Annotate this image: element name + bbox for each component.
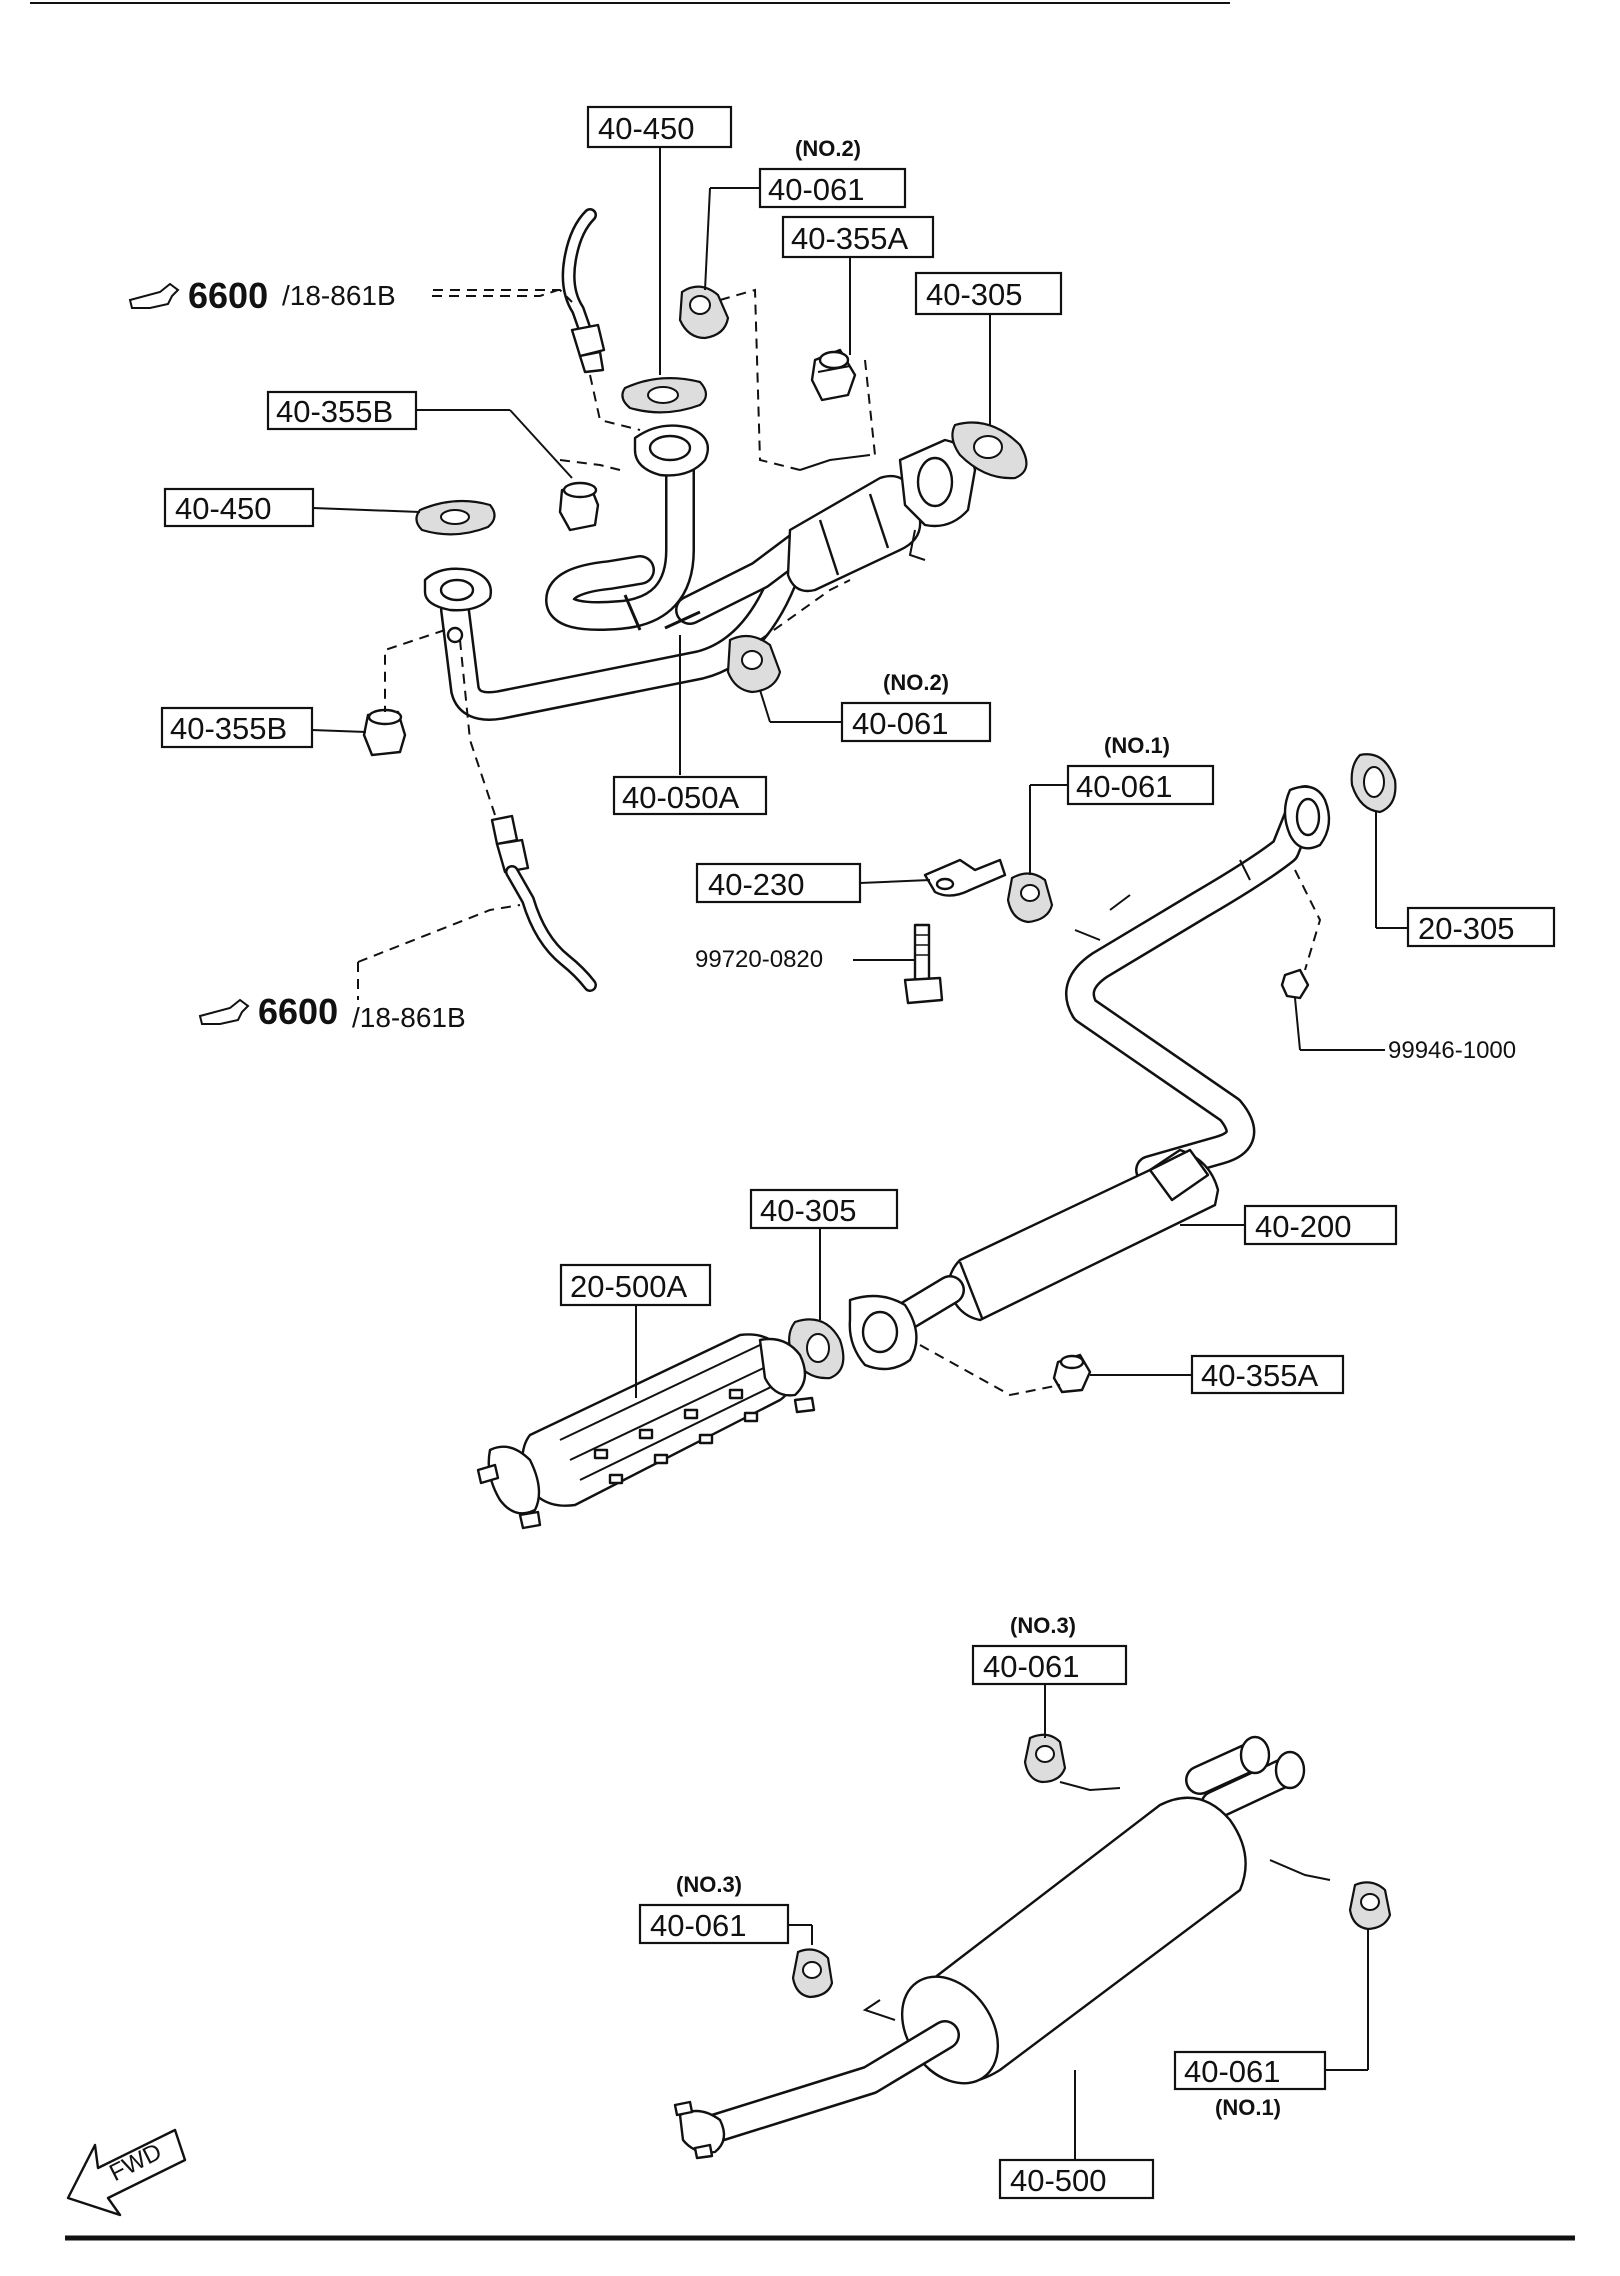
label-99946-1000: 99946-1000 xyxy=(1388,1037,1516,1064)
nut-40-355B-top xyxy=(558,481,600,532)
middle-pipe-40-200 xyxy=(848,785,1331,1371)
nut-40-355A-top xyxy=(810,348,857,402)
label-40-061-no1-bottom: 40-061 xyxy=(1184,2054,1281,2089)
gasket-40-450-left xyxy=(415,499,496,536)
pointing-hand-icon xyxy=(128,282,180,309)
dashed-lines xyxy=(357,288,1322,1397)
label-40-305-mid: 40-305 xyxy=(760,1193,857,1228)
label-40-500: 40-500 xyxy=(1010,2163,1107,2198)
hanger-40-061-no3-top xyxy=(1023,1733,1067,1784)
fwd-arrow-icon: FWD xyxy=(66,2128,187,2217)
gasket-40-305-top xyxy=(951,421,1028,480)
gasket-40-450-top xyxy=(621,377,708,414)
label-40-061-no2-top: 40-061 xyxy=(768,172,865,207)
hanger-40-061-mid xyxy=(726,634,782,694)
label-40-355B-left: 40-355B xyxy=(170,711,287,746)
reference-top: 6600 /18-861B xyxy=(128,275,559,316)
note-no1-mid: (NO.1) xyxy=(1104,733,1170,758)
label-40-450-top: 40-450 xyxy=(598,111,695,146)
label-40-230: 40-230 xyxy=(708,867,805,902)
reference-bottom-number: 6600 xyxy=(258,991,338,1032)
label-40-355B-top: 40-355B xyxy=(276,394,393,429)
catalytic-converter-20-500A xyxy=(476,1333,816,1530)
label-40-061-no1: 40-061 xyxy=(1076,769,1173,804)
reference-bottom: 6600 /18-861B xyxy=(198,991,466,1033)
nut-99946-1000 xyxy=(1280,968,1310,1000)
main-silencer-40-500 xyxy=(673,1735,1331,2160)
nut-40-355A-mid xyxy=(1052,1353,1092,1394)
label-40-061-no2-mid: 40-061 xyxy=(852,706,949,741)
oxygen-sensor-top xyxy=(561,208,606,374)
note-no3-top: (NO.3) xyxy=(1010,1613,1076,1638)
label-40-061-no3-top: 40-061 xyxy=(983,1649,1080,1684)
label-40-450-left: 40-450 xyxy=(175,491,272,526)
note-no1-bottom: (NO.1) xyxy=(1215,2095,1281,2120)
note-no3-left: (NO.3) xyxy=(676,1872,742,1897)
oxygen-sensor-bottom xyxy=(490,814,597,992)
pointing-hand-icon xyxy=(198,998,250,1025)
label-20-305: 20-305 xyxy=(1418,911,1515,946)
label-40-061-no3-left: 40-061 xyxy=(650,1908,747,1943)
label-boxes xyxy=(160,105,1556,2200)
label-40-305-top: 40-305 xyxy=(926,277,1023,312)
nut-40-355B-left xyxy=(362,708,407,757)
hanger-40-061-no3-left xyxy=(791,1948,834,1999)
label-99720-0820: 99720-0820 xyxy=(695,946,823,973)
reference-bottom-page: /18-861B xyxy=(352,1002,466,1033)
label-40-050A: 40-050A xyxy=(622,780,740,815)
hanger-40-061-no1 xyxy=(1006,872,1054,924)
label-40-200: 40-200 xyxy=(1255,1209,1352,1244)
leader-lines xyxy=(311,143,1408,2160)
reference-top-page: /18-861B xyxy=(282,280,396,311)
gasket-20-305 xyxy=(1350,753,1397,814)
hanger-40-061-no1-bottom xyxy=(1348,1881,1392,1931)
label-texts: 40-450 40-061 40-355A 40-305 40-355B 40-… xyxy=(170,111,1516,2198)
label-20-500A: 20-500A xyxy=(570,1269,688,1304)
front-pipe-40-050A xyxy=(423,424,977,721)
label-40-355A-top: 40-355A xyxy=(791,221,909,256)
note-no2-mid: (NO.2) xyxy=(883,670,949,695)
reference-top-number: 6600 xyxy=(188,275,268,316)
bracket-40-230 xyxy=(923,858,1007,897)
note-no2-top: (NO.2) xyxy=(795,136,861,161)
hanger-40-061-top xyxy=(678,285,730,340)
bolt-99720-0820 xyxy=(903,923,944,1005)
label-40-355A-mid: 40-355A xyxy=(1201,1358,1319,1393)
